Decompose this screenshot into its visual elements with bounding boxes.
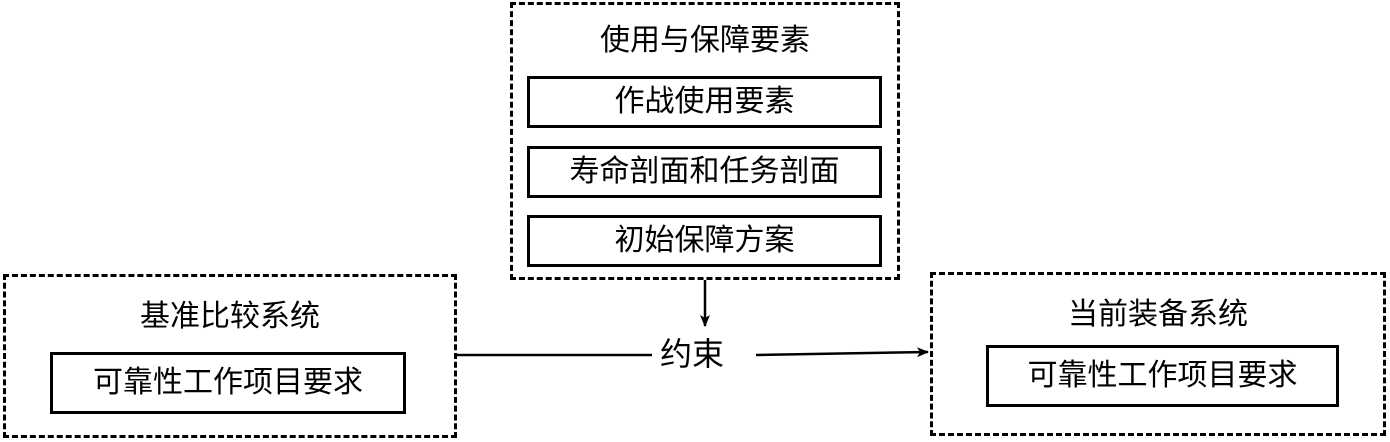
right-connector-arrow xyxy=(755,347,929,358)
top-group-title: 使用与保障要素 xyxy=(600,23,810,58)
right-group-title: 当前装备系统 xyxy=(1068,297,1248,332)
left-group-container xyxy=(3,274,457,438)
right-group-item: 可靠性工作项目要求 xyxy=(986,345,1339,407)
constraint-label: 约束 xyxy=(652,338,733,370)
top-group-item-3: 初始保障方案 xyxy=(527,215,882,267)
left-group-item: 可靠性工作项目要求 xyxy=(50,352,406,414)
left-group-title: 基准比较系统 xyxy=(140,299,320,334)
top-group-container xyxy=(510,2,900,280)
top-group-item-1: 作战使用要素 xyxy=(527,76,882,128)
right-group-container xyxy=(930,272,1386,436)
top-group-item-2: 寿命剖面和任务剖面 xyxy=(527,146,882,198)
